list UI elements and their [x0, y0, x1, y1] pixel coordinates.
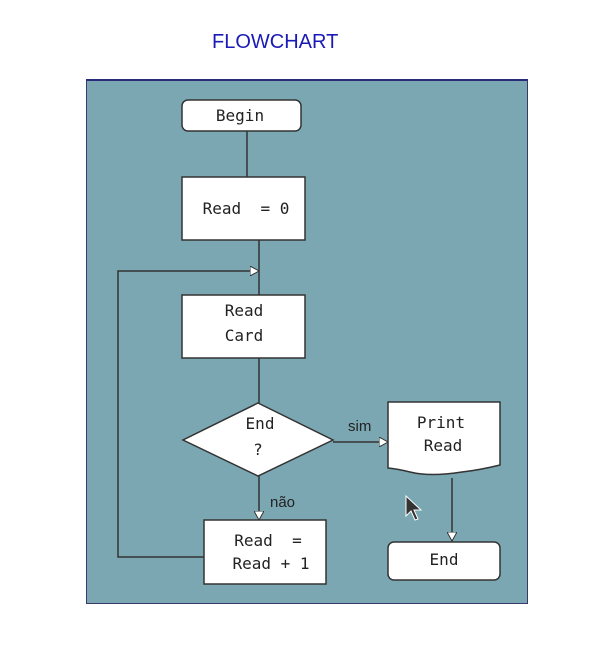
- readcard-node: [181, 294, 306, 359]
- print-node: [387, 401, 501, 476]
- begin-label: Begin: [216, 106, 264, 125]
- end-label: End: [430, 550, 459, 569]
- increment-label-2: Read + 1: [232, 554, 309, 573]
- yes-edge-label: sim: [348, 418, 371, 435]
- mouse-cursor-icon: [405, 494, 423, 521]
- init-label: Read = 0: [203, 199, 290, 218]
- increment-node: [203, 519, 327, 585]
- readcard-label-2: Card: [225, 326, 264, 345]
- page-title: FLOWCHART: [212, 31, 339, 53]
- increment-label-1: Read =: [234, 531, 301, 550]
- no-edge-label: não: [270, 494, 295, 511]
- print-label-1: Print: [417, 413, 465, 432]
- init-node: [181, 176, 306, 241]
- end-node: [387, 541, 501, 581]
- decision-label-2: ?: [253, 440, 263, 459]
- diagram-panel: [86, 79, 528, 604]
- readcard-label-1: Read: [225, 301, 264, 320]
- edge-loop-back: [117, 271, 259, 558]
- print-label-2: Read: [424, 436, 463, 455]
- decision-label-1: End: [246, 414, 275, 433]
- begin-node: [181, 99, 302, 132]
- decision-node: [181, 402, 335, 477]
